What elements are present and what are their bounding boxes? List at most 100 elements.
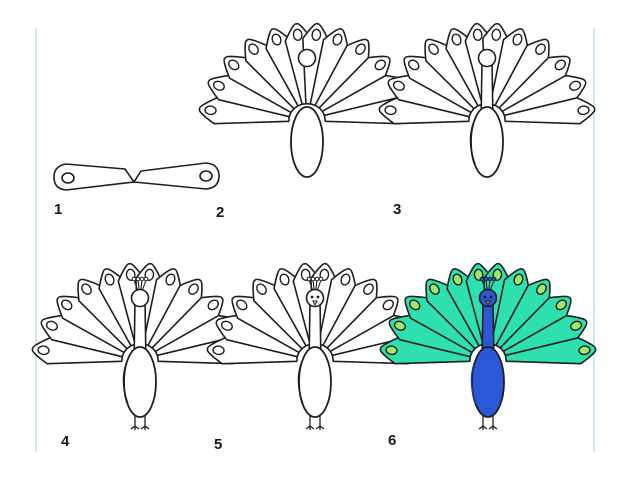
crest-stalk: [485, 279, 488, 291]
crest-tip: [131, 276, 137, 282]
right-feather: [132, 162, 220, 190]
tail-feather: [231, 295, 304, 354]
body: [123, 346, 157, 418]
feather-eye: [332, 33, 343, 46]
tail-feather: [494, 38, 550, 110]
tail-feather: [326, 295, 399, 354]
crest-tip: [135, 276, 141, 282]
feather-eye: [60, 299, 73, 311]
crest-tip: [491, 276, 497, 282]
feather-eye: [393, 320, 406, 331]
feather-eye: [212, 80, 225, 91]
eye: [483, 295, 487, 299]
crest-tip: [483, 276, 489, 282]
wing-line: [122, 363, 129, 405]
leg: [130, 416, 140, 430]
tail-feather: [207, 74, 293, 118]
feather-eye: [220, 320, 233, 331]
feather-eye: [45, 320, 58, 331]
feather-eye: [292, 28, 303, 42]
crest-tip: [310, 276, 316, 282]
crest-stalk: [315, 279, 318, 291]
feather-eye: [204, 105, 217, 116]
feather-eye: [491, 28, 502, 42]
tail-feather: [503, 97, 596, 125]
feather-eye: [570, 320, 583, 331]
step-number-4: 4: [61, 433, 70, 450]
tail-feather: [322, 278, 378, 350]
feather-eye: [355, 43, 366, 55]
crest-stalk: [312, 279, 315, 291]
body: [298, 346, 332, 418]
feather-eye: [212, 345, 225, 356]
tail-feather: [378, 97, 471, 125]
step-1-figure: [53, 162, 220, 191]
beak: [312, 300, 318, 307]
body: [470, 106, 504, 178]
crest-tip: [314, 276, 320, 282]
feather-eye: [256, 283, 267, 295]
feather-eye: [384, 105, 397, 116]
wing-line: [469, 123, 476, 165]
tail-feather: [502, 314, 588, 358]
feather-eye: [37, 345, 50, 356]
tail-feather: [499, 295, 572, 354]
tail-feather: [77, 278, 133, 350]
feather-eye: [554, 59, 567, 71]
tail-feather: [501, 74, 587, 118]
tail-feather: [379, 337, 472, 365]
step-2-figure: [198, 22, 416, 178]
crest-tip: [139, 276, 145, 282]
left-feather: [53, 163, 136, 191]
leg: [478, 416, 488, 430]
tail-feather: [403, 55, 476, 114]
tail-feather: [151, 295, 224, 354]
feather-eye: [569, 80, 582, 91]
feather-eye: [207, 299, 220, 311]
crest-tip: [143, 276, 149, 282]
wing-line: [297, 363, 304, 405]
tail-feather: [318, 55, 391, 114]
crest-stalk: [137, 279, 140, 291]
leg: [488, 416, 498, 430]
crest-tip: [306, 276, 312, 282]
leg: [140, 416, 150, 430]
feather-eye: [512, 33, 523, 46]
tail-fan: [379, 262, 597, 365]
feather-eye: [311, 28, 322, 42]
tail-fan: [31, 262, 249, 365]
feather-eye: [374, 59, 387, 71]
crest-tip: [487, 276, 493, 282]
feather-eye: [227, 59, 240, 71]
feather-eye: [555, 299, 568, 311]
crest-stalk: [308, 279, 314, 291]
head: [130, 288, 150, 308]
tail-feather: [31, 337, 124, 365]
feather-eye: [248, 43, 259, 55]
crest-tip: [318, 276, 324, 282]
feather-eye: [535, 43, 546, 55]
tail-feather: [314, 38, 370, 110]
feather-eye: [363, 283, 374, 295]
tail-feather: [40, 314, 126, 358]
head: [477, 48, 497, 68]
feather-eye: [451, 33, 462, 46]
eye: [316, 295, 320, 299]
tail-feather: [244, 38, 300, 110]
crest-stalk: [316, 279, 322, 291]
feather-eye: [279, 273, 290, 286]
feather-eye: [429, 283, 440, 295]
feather-eye: [536, 283, 547, 295]
feather-eye: [271, 33, 282, 46]
step-6-figure: [379, 262, 597, 430]
feather-eye: [104, 273, 115, 286]
feather-eye: [385, 345, 398, 356]
feather-eye: [513, 273, 524, 286]
tail-feather: [424, 38, 480, 110]
feather-eye: [452, 273, 463, 286]
body: [290, 106, 324, 178]
feather-eye: [428, 43, 439, 55]
step-number-1: 1: [54, 201, 63, 218]
feather-eye: [407, 59, 420, 71]
